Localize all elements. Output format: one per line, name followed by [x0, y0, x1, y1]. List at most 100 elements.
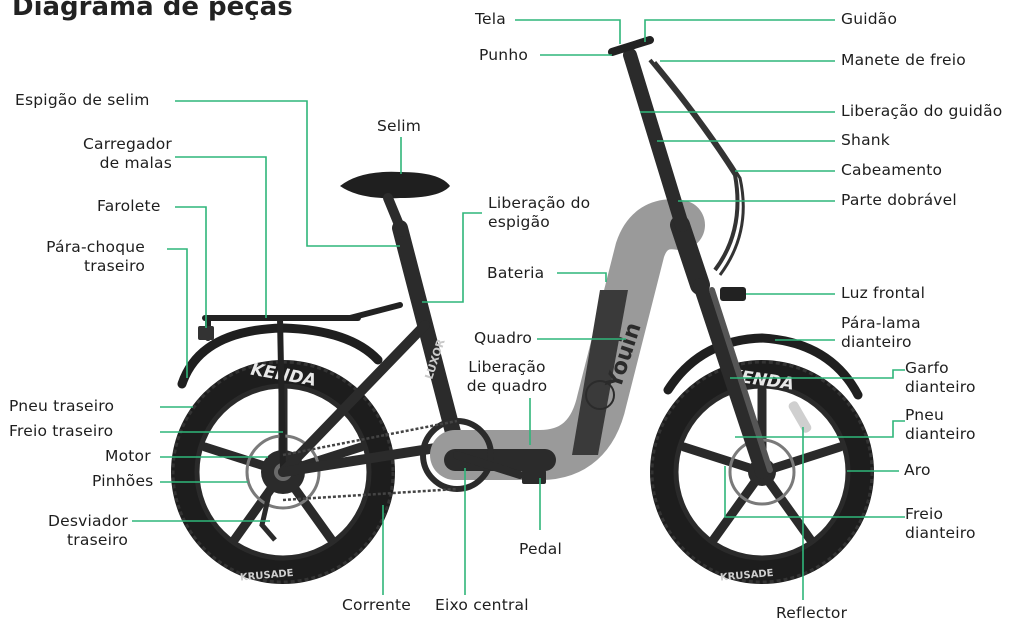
label-punho: Punho: [479, 46, 528, 65]
label-line: Punho: [479, 46, 529, 64]
leader-bateria: [557, 272, 607, 282]
label-line: Shank: [841, 131, 890, 149]
label-line: Guidão: [841, 10, 898, 28]
leader-carregador: [175, 156, 267, 318]
label-line: Freio: [905, 505, 944, 523]
label-line: Selim: [377, 117, 422, 135]
rear-tire-model: KRUSADE: [240, 568, 295, 584]
label-line: Liberação: [468, 358, 546, 376]
pedal-block: [522, 470, 546, 484]
label-line: Desviador: [47, 512, 128, 530]
label-liberacao-guidao: Liberação do guidão: [841, 102, 1002, 121]
label-reflector: Reflector: [776, 604, 847, 623]
label-line: Pneu: [905, 406, 945, 424]
label-line: Pára-lama: [841, 314, 921, 332]
battery-pack: [572, 290, 628, 455]
label-line: Pedal: [519, 540, 562, 558]
label-line: Motor: [105, 447, 151, 465]
diagram-title: Diagrama de peças: [12, 0, 293, 22]
front-reflector: [788, 401, 812, 433]
label-espigao-selim: Espigão de selim: [15, 91, 150, 110]
leader-farolete: [175, 206, 207, 328]
label-line: de malas: [99, 154, 172, 172]
label-line: Carregador: [82, 135, 172, 153]
label-line: Tela: [475, 10, 506, 28]
label-line: traseiro: [67, 531, 128, 549]
derailleur: [259, 489, 277, 542]
chain-bottom: [282, 487, 458, 502]
label-corrente: Corrente: [342, 596, 411, 615]
label-quadro: Quadro: [474, 329, 532, 348]
label-selim: Selim: [377, 117, 421, 136]
label-pneu-traseiro: Pneu traseiro: [9, 397, 114, 416]
label-line: dianteiro: [905, 524, 976, 542]
cables: [648, 58, 740, 272]
leader-garfo: [730, 369, 905, 379]
label-line: dianteiro: [905, 425, 976, 443]
label-aro: Aro: [904, 461, 931, 480]
front-fender: [663, 333, 863, 400]
label-line: Farolete: [97, 197, 161, 215]
label-manete: Manete de freio: [841, 51, 966, 70]
label-line: Liberação do guidão: [841, 102, 1003, 120]
label-guidao: Guidão: [841, 10, 897, 29]
leader-tela: [515, 19, 621, 44]
label-line: dianteiro: [841, 333, 912, 351]
label-line: Cabeamento: [841, 161, 943, 179]
label-line: Pára-choque: [46, 238, 145, 256]
label-shank: Shank: [841, 131, 890, 150]
label-line: Reflector: [776, 604, 848, 622]
leader-freio-dianteiro: [724, 466, 905, 518]
label-pedal: Pedal: [519, 540, 562, 559]
leader-pneu-dianteiro: [735, 420, 905, 438]
leader-para-choque: [167, 248, 188, 378]
leader-liberacao-espigao: [422, 212, 482, 303]
label-line: Pinhões: [92, 472, 154, 490]
label-line: Freio traseiro: [9, 422, 114, 440]
label-line: Aro: [904, 461, 931, 479]
label-line: de quadro: [466, 377, 548, 395]
label-line: dianteiro: [905, 378, 976, 396]
label-line: Manete de freio: [841, 51, 966, 69]
rear-light: [198, 326, 214, 340]
label-eixo-central: Eixo central: [435, 596, 529, 615]
label-line: Pneu traseiro: [9, 397, 115, 415]
label-pinhoes: Pinhões: [92, 472, 153, 491]
leader-lines: [132, 19, 905, 600]
label-parte-dobravel: Parte dobrável: [841, 191, 957, 210]
label-cabeamento: Cabeamento: [841, 161, 942, 180]
label-farolete: Farolete: [97, 197, 161, 216]
front-tire-model: KRUSADE: [720, 568, 775, 584]
chain-top: [282, 419, 458, 457]
label-line: traseiro: [84, 257, 145, 275]
label-line: Luz frontal: [841, 284, 926, 302]
label-bateria: Bateria: [487, 264, 544, 283]
saddle: [340, 171, 450, 199]
label-line: Eixo central: [435, 596, 529, 614]
label-line: Bateria: [487, 264, 545, 282]
label-line: Espigão de selim: [15, 91, 150, 109]
seatpost: [383, 193, 407, 237]
label-motor: Motor: [105, 447, 151, 466]
leader-guidao: [644, 19, 835, 42]
label-line: Quadro: [474, 329, 533, 347]
label-line: Parte dobrável: [841, 191, 957, 209]
stem: [623, 48, 689, 232]
label-line: espigão: [488, 213, 550, 231]
crank-arm: [453, 451, 524, 479]
label-line: Garfo: [905, 359, 949, 377]
label-line: Liberação do: [488, 194, 591, 212]
leader-espigao: [175, 100, 400, 247]
label-tela: Tela: [475, 10, 506, 29]
